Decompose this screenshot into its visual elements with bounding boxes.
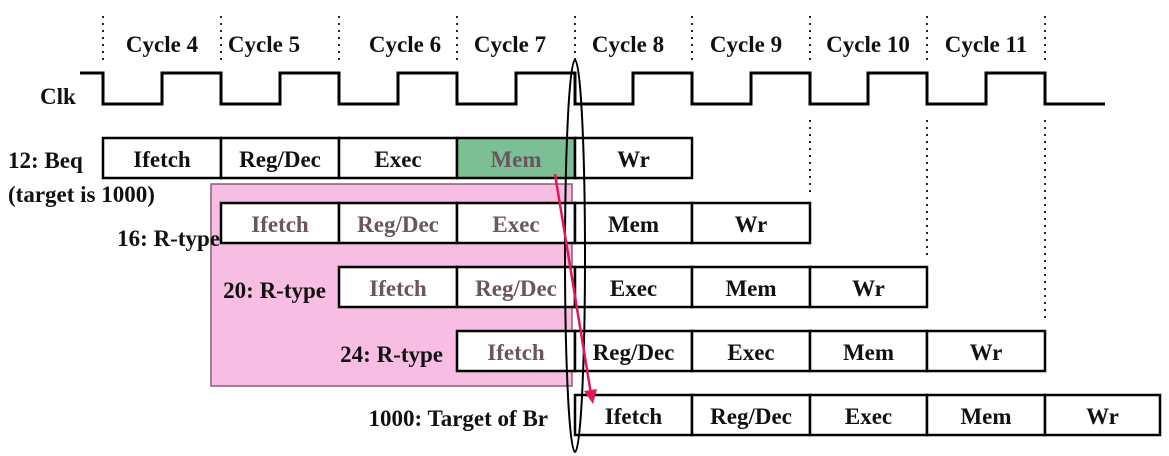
stage-box-ifetch bbox=[337, 265, 459, 309]
branch-resolve-ellipse bbox=[564, 59, 586, 453]
stage-box-ifetch bbox=[101, 136, 223, 180]
stage-label: Mem bbox=[725, 276, 776, 301]
stage-label: Mem bbox=[490, 147, 541, 172]
stage-box-mem bbox=[808, 329, 929, 373]
cycle-boundaries bbox=[102, 16, 1046, 322]
stage-label: Reg/Dec bbox=[593, 340, 675, 365]
stage-label: Ifetch bbox=[133, 147, 191, 172]
stage-box-ifetch bbox=[219, 201, 341, 245]
stage-box-ifetch bbox=[573, 393, 694, 437]
stage-label: Exec bbox=[610, 276, 657, 301]
stage-label: Mem bbox=[608, 212, 659, 237]
stage-box-wr bbox=[573, 136, 694, 180]
instruction-label: 12: Beq bbox=[8, 148, 83, 173]
instruction-note: (target is 1000) bbox=[8, 182, 155, 207]
stage-box-ifetch bbox=[455, 329, 577, 373]
cycle-label: Cycle 5 bbox=[228, 32, 300, 57]
stage-label: Exec bbox=[845, 404, 892, 429]
stage-label: Wr bbox=[617, 147, 650, 172]
instruction-label: 20: R-type bbox=[223, 278, 326, 303]
stage-box-wr bbox=[690, 201, 812, 245]
clock-waveform bbox=[80, 71, 1105, 106]
stage-label: Ifetch bbox=[605, 404, 663, 429]
cycle-label: Cycle 9 bbox=[710, 32, 782, 57]
stage-box-reg-dec bbox=[219, 136, 341, 180]
cycle-label: Cycle 10 bbox=[826, 32, 910, 57]
stage-label: Exec bbox=[727, 340, 774, 365]
stage-box-mem bbox=[455, 136, 577, 180]
stage-box-wr bbox=[925, 329, 1047, 373]
instruction-label: 16: R-type bbox=[117, 226, 220, 251]
stage-label: Exec bbox=[492, 212, 539, 237]
cycle-labels: Cycle 4 Cycle 5 Cycle 6 Cycle 7 Cycle 8 … bbox=[126, 32, 1027, 57]
stage-label: Reg/Dec bbox=[475, 276, 557, 301]
stage-box-exec bbox=[808, 393, 929, 437]
stage-box-reg-dec bbox=[573, 329, 694, 373]
stage-label: Wr bbox=[852, 276, 885, 301]
instruction-label: 24: R-type bbox=[340, 342, 443, 367]
stage-box-reg-dec bbox=[690, 393, 812, 437]
stage-label: Reg/Dec bbox=[357, 212, 439, 237]
cycle-label: Cycle 11 bbox=[945, 32, 1027, 57]
stage-label: Mem bbox=[960, 404, 1011, 429]
instruction-label: 1000: Target of Br bbox=[368, 406, 548, 431]
branch-arrow bbox=[553, 173, 597, 404]
stage-box-wr bbox=[1043, 393, 1162, 437]
stage-label: Ifetch bbox=[487, 340, 545, 365]
cycle-label: Cycle 4 bbox=[126, 32, 199, 57]
stage-label: Wr bbox=[1086, 404, 1119, 429]
stage-label: Wr bbox=[970, 340, 1003, 365]
stage-label: Exec bbox=[374, 147, 421, 172]
cycle-label: Cycle 8 bbox=[592, 32, 664, 57]
instruction-labels: 12: Beq (target is 1000) 16: R-type 20: … bbox=[8, 148, 548, 431]
stage-label: Ifetch bbox=[369, 276, 427, 301]
stage-box-mem bbox=[573, 201, 694, 245]
stage-label: Wr bbox=[735, 212, 768, 237]
stage-box-exec bbox=[573, 265, 694, 309]
cycle-label: Cycle 6 bbox=[369, 32, 441, 57]
clock-label: Clk bbox=[40, 84, 76, 109]
stage-box-mem bbox=[690, 265, 812, 309]
stage-label: Mem bbox=[843, 340, 894, 365]
stage-box-mem bbox=[925, 393, 1047, 437]
stage-label: Ifetch bbox=[251, 212, 309, 237]
stage-box-wr bbox=[808, 265, 929, 309]
cycle-label: Cycle 7 bbox=[474, 32, 546, 57]
stage-label: Reg/Dec bbox=[239, 147, 321, 172]
stage-label: Reg/Dec bbox=[710, 404, 792, 429]
